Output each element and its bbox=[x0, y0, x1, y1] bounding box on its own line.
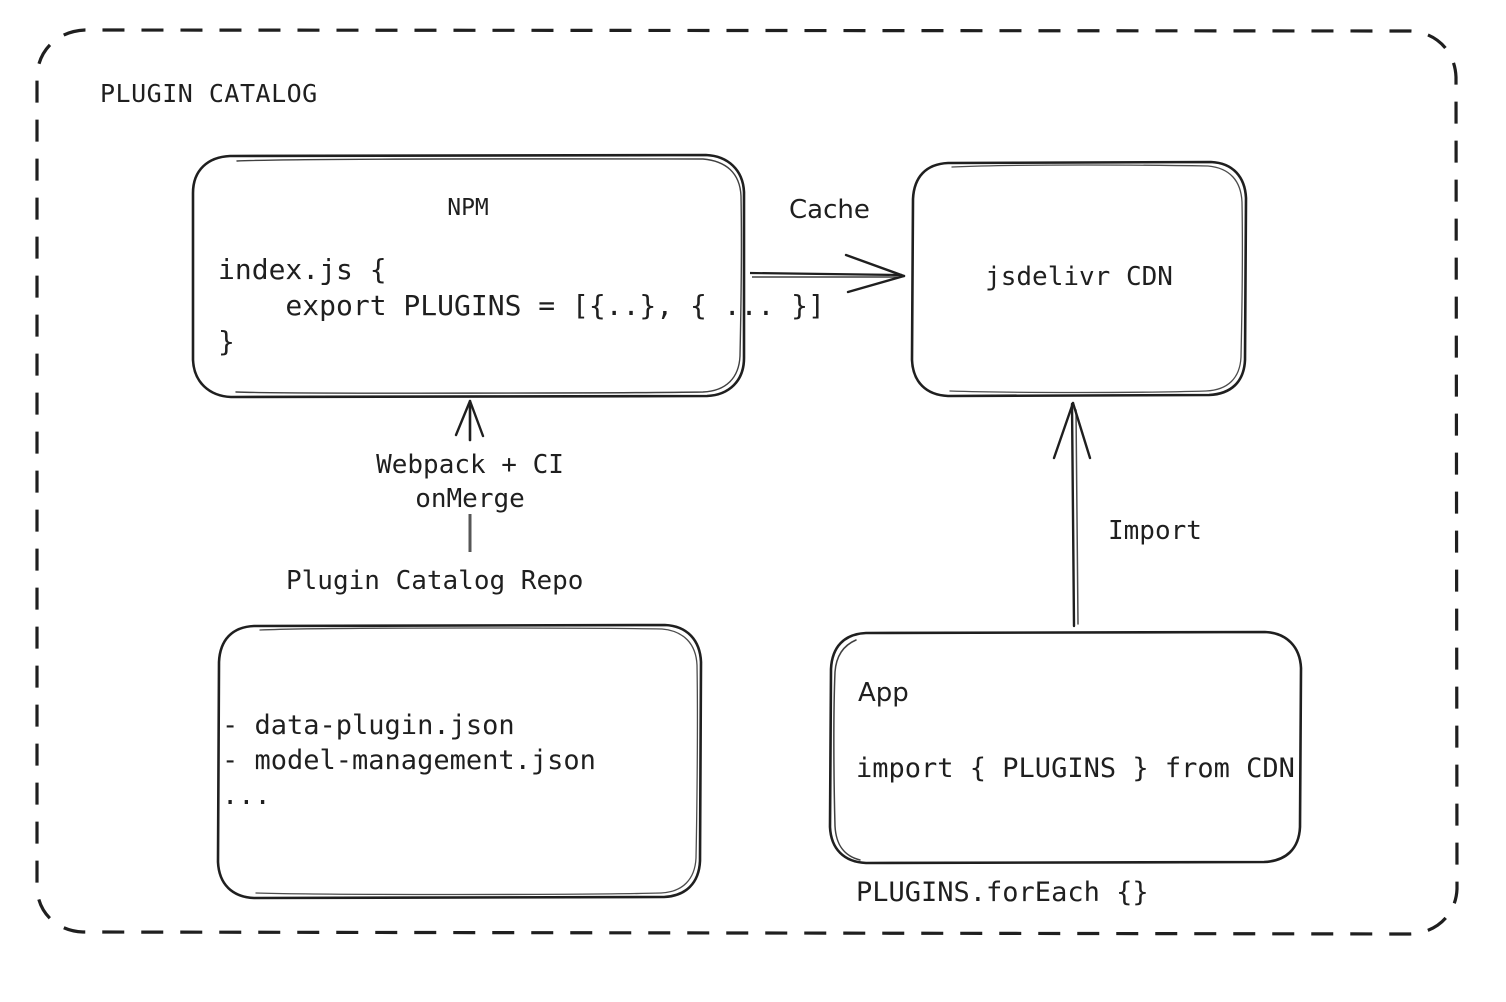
import-arrow bbox=[1052, 401, 1092, 628]
npm-node-code: index.js { export PLUGINS = [{..}, { ...… bbox=[218, 253, 825, 358]
cdn-node-title: jsdelivr CDN bbox=[985, 262, 1173, 292]
cache-edge-label: Cache bbox=[789, 195, 870, 225]
repo-node-caption: Plugin Catalog Repo bbox=[286, 566, 584, 596]
app-node-code: import { PLUGINS } from CDN PLUGINS.forE… bbox=[856, 753, 1295, 908]
group-container-label: PLUGIN CATALOG bbox=[100, 79, 318, 108]
webpack-ci-edge-label: Webpack + CI onMerge bbox=[376, 450, 564, 514]
app-node-title: App bbox=[858, 678, 909, 708]
repo-node-file-list: - data-plugin.json - model-management.js… bbox=[222, 710, 596, 811]
npm-node-title: NPM bbox=[447, 195, 489, 221]
import-edge-label: Import bbox=[1108, 516, 1202, 546]
